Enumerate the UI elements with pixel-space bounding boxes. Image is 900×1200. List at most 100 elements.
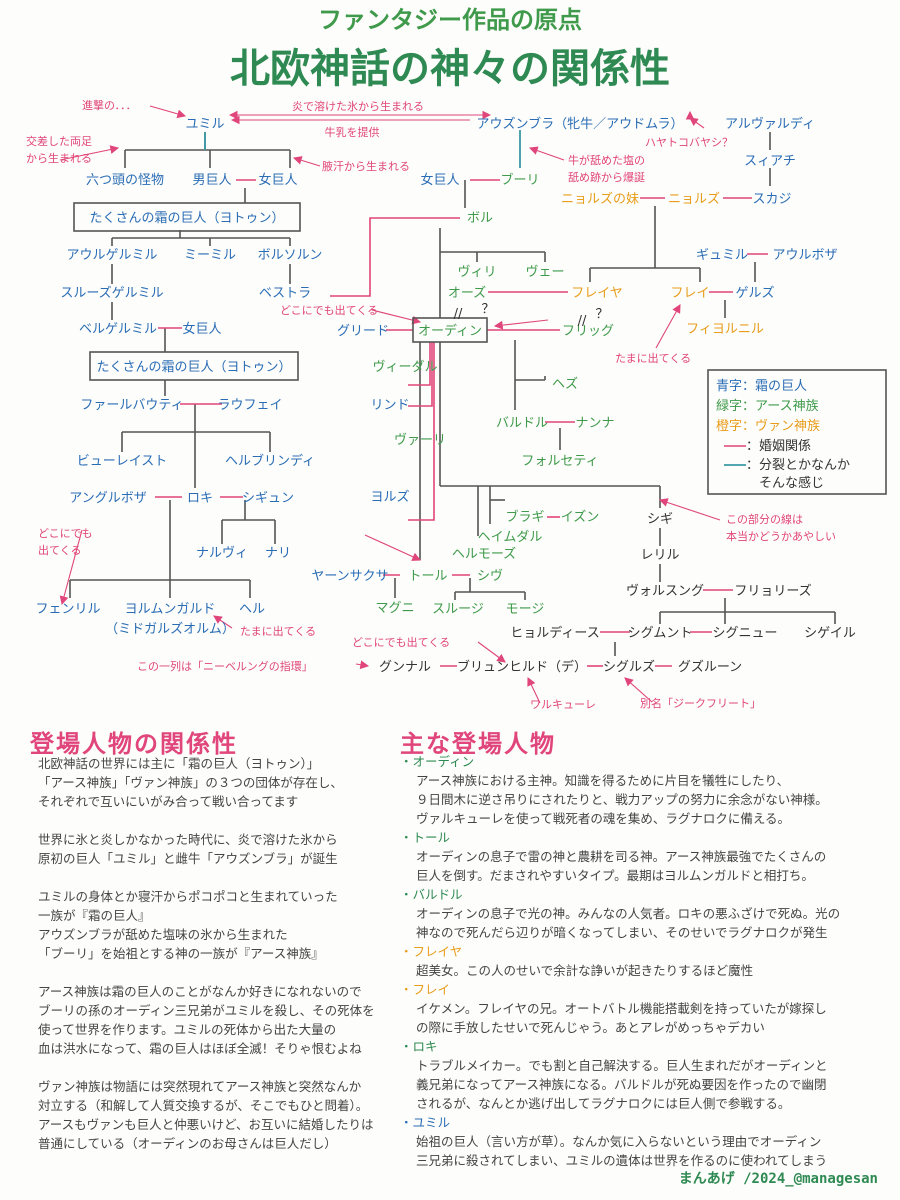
note-anywhere-1a: どこにでも <box>38 527 93 540</box>
relations-line: 対立する（和解して人質交換するが、そこでもひと問着）。 <box>38 1098 369 1113</box>
character-description-line: 超美女。この人のせいで余計な諍いが起きたりするほど魔性 <box>416 963 754 978</box>
note-legs-1: 交差した両足 <box>26 134 92 148</box>
node-frigg: フリッグ <box>562 324 614 339</box>
relations-line: 血は洪水になって、霜の巨人はほぼ全滅！そりゃ恨むよね <box>38 1041 362 1056</box>
note-lines-2: 本当かどうかあやしい <box>726 529 836 543</box>
descent-lines <box>69 132 836 656</box>
character-name: ・ユミル <box>400 1115 451 1130</box>
node-brynhild: ブリュンヒルド（デ） <box>457 659 587 675</box>
character-description-line: 三兄弟に殺されてしまい、ユミルの遺体は世界を作るのに使われてしまう <box>416 1153 828 1168</box>
character-item: ・フレイイケメン。フレイヤの兄。オートバトル機能搭載剣を持っていたが嫁探しの際に… <box>400 980 890 1037</box>
character-item: ・オーディンアース神族における主神。知識を得るために片目を犠牲にしたり、９日間木… <box>400 752 890 828</box>
node-aurboda: アウルボザ <box>772 248 837 263</box>
node-farbauti: ファールバウティ <box>80 398 183 413</box>
relations-line: アウズンブラが舐めた塩味の氷から生まれた <box>38 927 288 942</box>
node-frost-giants-2: たくさんの霜の巨人（ヨトゥン） <box>96 360 291 375</box>
relations-line: アース神族は霜の巨人のことがなんか好きになれないので <box>38 984 362 999</box>
paragraph-gap <box>38 1058 375 1077</box>
node-hod: ヘズ <box>552 376 578 392</box>
character-description-line: ヴァルキューレを使って戦死者の魂を集め、ラグナロクに備える。 <box>416 811 791 826</box>
note-anywhere-3: どこにでも出てくる <box>352 635 450 649</box>
node-gymir: ギュミル <box>696 248 748 263</box>
node-sigeir: シゲイル <box>804 626 856 641</box>
characters-title: 主な登場人物 <box>400 730 556 758</box>
character-description-line: されるが、なんとか逃げ出してラグナロクには巨人側で参戦する。 <box>416 1096 791 1111</box>
node-gudrun: グズルーン <box>678 659 742 675</box>
node-bolthorn: ボルソルン <box>258 248 323 263</box>
split-lines <box>204 130 521 168</box>
node-skadi: スカジ <box>752 192 791 207</box>
node-hel: ヘル <box>239 602 265 617</box>
character-description-line: 始祖の巨人（言い方が草）。なんか気に入らないという理由でオーディン <box>416 1134 822 1149</box>
relations-line: 北欧神話の世界には主に「霜の巨人（ヨトゥン）」 <box>38 756 320 771</box>
node-nanna: ナンナ <box>575 416 614 431</box>
relations-title: 登場人物の関係性 <box>30 730 238 758</box>
node-buri: ブーリ <box>500 172 539 188</box>
note-valkyrie: ワルキューレ <box>530 698 596 711</box>
node-slash-1: // <box>454 307 463 322</box>
character-item: ・フレイヤ超美女。この人のせいで余計な諍いが起きたりするほど魔性 <box>400 942 890 980</box>
legend-split-1: ：分裂とかなんか <box>746 458 850 473</box>
node-female-giant-1: 女巨人 <box>258 172 297 188</box>
character-description-line: オーディンの息子で雷の神と農耕を司る神。アース神族最強でたくさんの <box>416 849 827 864</box>
node-fjolnir: フィヨルニル <box>686 322 764 337</box>
node-thrud: スルージ <box>432 602 484 617</box>
diagram-subtitle: ファンタジー作品の原点 <box>318 6 582 34</box>
character-description: オーディンの息子で光の神。みんなの人気者。ロキの悪ふざけで死ぬ。光の神なので死ん… <box>400 904 890 942</box>
character-description-line: の際に手放したせいで死んじゃう。あとアレがめっちゃデカい <box>416 1020 765 1035</box>
note-cow-1: 牛が舐めた塩の <box>568 153 645 167</box>
frost-giants-box-1 <box>73 202 301 232</box>
node-six-head: 六つ頭の怪物 <box>86 173 164 188</box>
character-description-line: 義兄弟になってアース神族になる。バルドルが死ぬ要因を作ったので幽閉 <box>416 1077 827 1092</box>
node-ve: ヴェー <box>525 264 564 280</box>
node-rerir: レリル <box>640 548 679 563</box>
node-odr: オーズ <box>448 285 486 301</box>
character-description-line: 神なので死んだら辺りが暗くなってしまい、そのせいでラグナロクが発生 <box>416 925 828 940</box>
node-laufey: ラウフェイ <box>217 398 282 413</box>
node-svadi: スィアチ <box>744 154 796 169</box>
character-name: ・バルドル <box>400 887 463 902</box>
note-hayato: ハヤトコバヤシ？ <box>645 136 733 149</box>
node-male-giant: 男巨人 <box>192 173 231 188</box>
annotation-arrows <box>59 105 721 704</box>
names: ユミル 六つ頭の怪物 男巨人 女巨人 たくさんの霜の巨人（ヨトゥン） アウルゲル… <box>35 116 855 675</box>
node-mimir: ミーミル <box>184 248 236 263</box>
character-name: ・フレイ <box>400 982 451 997</box>
node-bestla: ベストラ <box>259 286 311 301</box>
node-vidar: ヴィーダル <box>372 359 437 375</box>
character-description-line: アース神族における主神。知識を得るために片目を犠牲にしたり、 <box>416 773 790 788</box>
note-siegfried: 別名「ジークフリート」 <box>640 696 761 710</box>
legend-green: 緑字：アース神族 <box>716 398 819 414</box>
character-list: ・オーディンアース神族における主神。知識を得るために片目を犠牲にしたり、９日間木… <box>400 752 890 1170</box>
note-nibelung: この一列は「ニーベルングの指環」 <box>137 659 313 673</box>
node-bergelmir: ベルゲルミル <box>79 322 157 337</box>
legend-orange: 橙字：ヴァン神族 <box>716 418 820 434</box>
node-sigurd: シグルズ <box>603 659 655 675</box>
node-slash-2: // <box>578 314 587 329</box>
node-fenrir: フェンリル <box>35 602 100 617</box>
paragraph-gap <box>38 811 375 830</box>
character-description: アース神族における主神。知識を得るために片目を犠牲にしたり、９日間木に逆さ吊りに… <box>400 771 890 828</box>
node-volsung: ヴォルスング <box>626 583 704 599</box>
character-name: ・トール <box>400 830 451 845</box>
relations-line: 普通にしている（オーディンのお母さんは巨人だし） <box>38 1136 337 1151</box>
node-thrudgelmir: スルーズゲルミル <box>60 285 163 301</box>
node-njord-sister: ニョルズの妹 <box>561 191 639 207</box>
character-name: ・ロキ <box>400 1039 438 1054</box>
relations-line: 使って世界を作ります。ユミルの死体から出た大量の <box>38 1022 337 1037</box>
node-aurvandil: アルヴァルディ <box>725 116 815 132</box>
node-audhumla: アウズンブラ（牝牛／アウドムラ） <box>477 116 684 132</box>
note-sometimes-2: たまに出てくる <box>615 351 691 365</box>
relations-line: 「アース神族」「ヴァン神族」の３つの団体が存在し、 <box>38 775 343 790</box>
node-loki: ロキ <box>187 491 213 506</box>
note-legs-2: から生まれる <box>26 151 92 165</box>
node-jord: ヨルズ <box>370 489 409 505</box>
marriage-lines <box>155 179 768 667</box>
legend: 青字：霜の巨人 緑字：アース神族 橙字：ヴァン神族 ：婚姻関係 ：分裂とかなんか… <box>707 369 887 495</box>
node-hermod: ヘルモーズ <box>452 546 516 562</box>
note-fire-ice: 炎で溶けた氷から生まれる <box>292 99 424 113</box>
node-rind: リンド <box>370 398 409 413</box>
node-hjordis: ヒョルディース <box>510 625 599 641</box>
character-item: ・トールオーディンの息子で雷の神と農耕を司る神。アース神族最強でたくさんの巨人を… <box>400 828 890 885</box>
relations-line: 「ブーリ」を始祖とする神の一族が『アース神族』 <box>38 946 324 961</box>
